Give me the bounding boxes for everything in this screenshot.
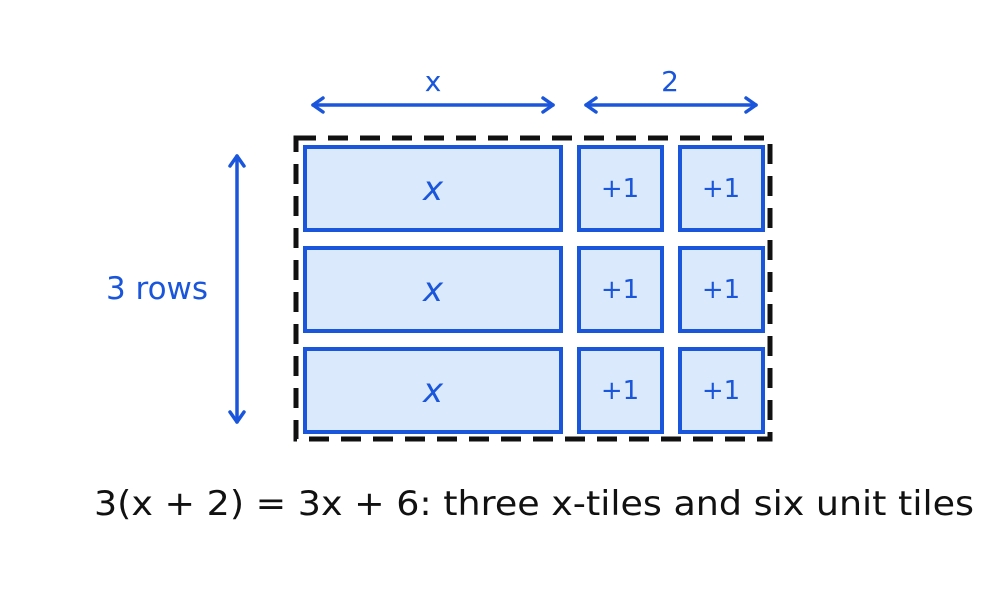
unit-tile-label: +1 bbox=[702, 174, 740, 204]
unit-tile bbox=[678, 347, 765, 434]
rows-arrow-top-head bbox=[228, 154, 246, 168]
width-arrow-left-head bbox=[311, 96, 325, 114]
unit-tile-label: +1 bbox=[601, 376, 639, 406]
rows-label: 3 rows bbox=[106, 271, 208, 307]
tile-row-3: x +1 +1 bbox=[303, 347, 765, 434]
tile-row-2: x +1 +1 bbox=[303, 246, 765, 333]
rows-arrow-bottom-head bbox=[228, 410, 246, 424]
rows-dimension: 3 rows bbox=[106, 154, 246, 424]
constant-arrow-right-head bbox=[744, 96, 758, 114]
width-dimension-constant: 2 bbox=[584, 65, 758, 114]
tile-row-1: x +1 +1 bbox=[303, 145, 765, 232]
x-tile bbox=[303, 246, 563, 333]
constant-label: 2 bbox=[661, 65, 679, 98]
unit-tile-label: +1 bbox=[601, 275, 639, 305]
unit-tile bbox=[577, 145, 664, 232]
x-tile-label: x bbox=[422, 270, 444, 310]
unit-tile bbox=[678, 246, 765, 333]
group-dashed-border bbox=[293, 135, 773, 442]
width-arrow-right-head bbox=[541, 96, 555, 114]
width-dimension-x: x bbox=[311, 65, 555, 114]
unit-tile-label: +1 bbox=[601, 174, 639, 204]
constant-arrow-left-head bbox=[584, 96, 598, 114]
x-tile-label: x bbox=[422, 371, 444, 411]
unit-tile bbox=[678, 145, 765, 232]
unit-tile-label: +1 bbox=[702, 376, 740, 406]
unit-tile bbox=[577, 347, 664, 434]
unit-tile-label: +1 bbox=[702, 275, 740, 305]
width-label: x bbox=[425, 65, 442, 98]
x-tile bbox=[303, 347, 563, 434]
equation-caption: 3(x + 2) = 3x + 6: three x-tiles and six… bbox=[94, 484, 974, 524]
unit-tile bbox=[577, 246, 664, 333]
x-tile bbox=[303, 145, 563, 232]
x-tile-label: x bbox=[422, 169, 444, 209]
